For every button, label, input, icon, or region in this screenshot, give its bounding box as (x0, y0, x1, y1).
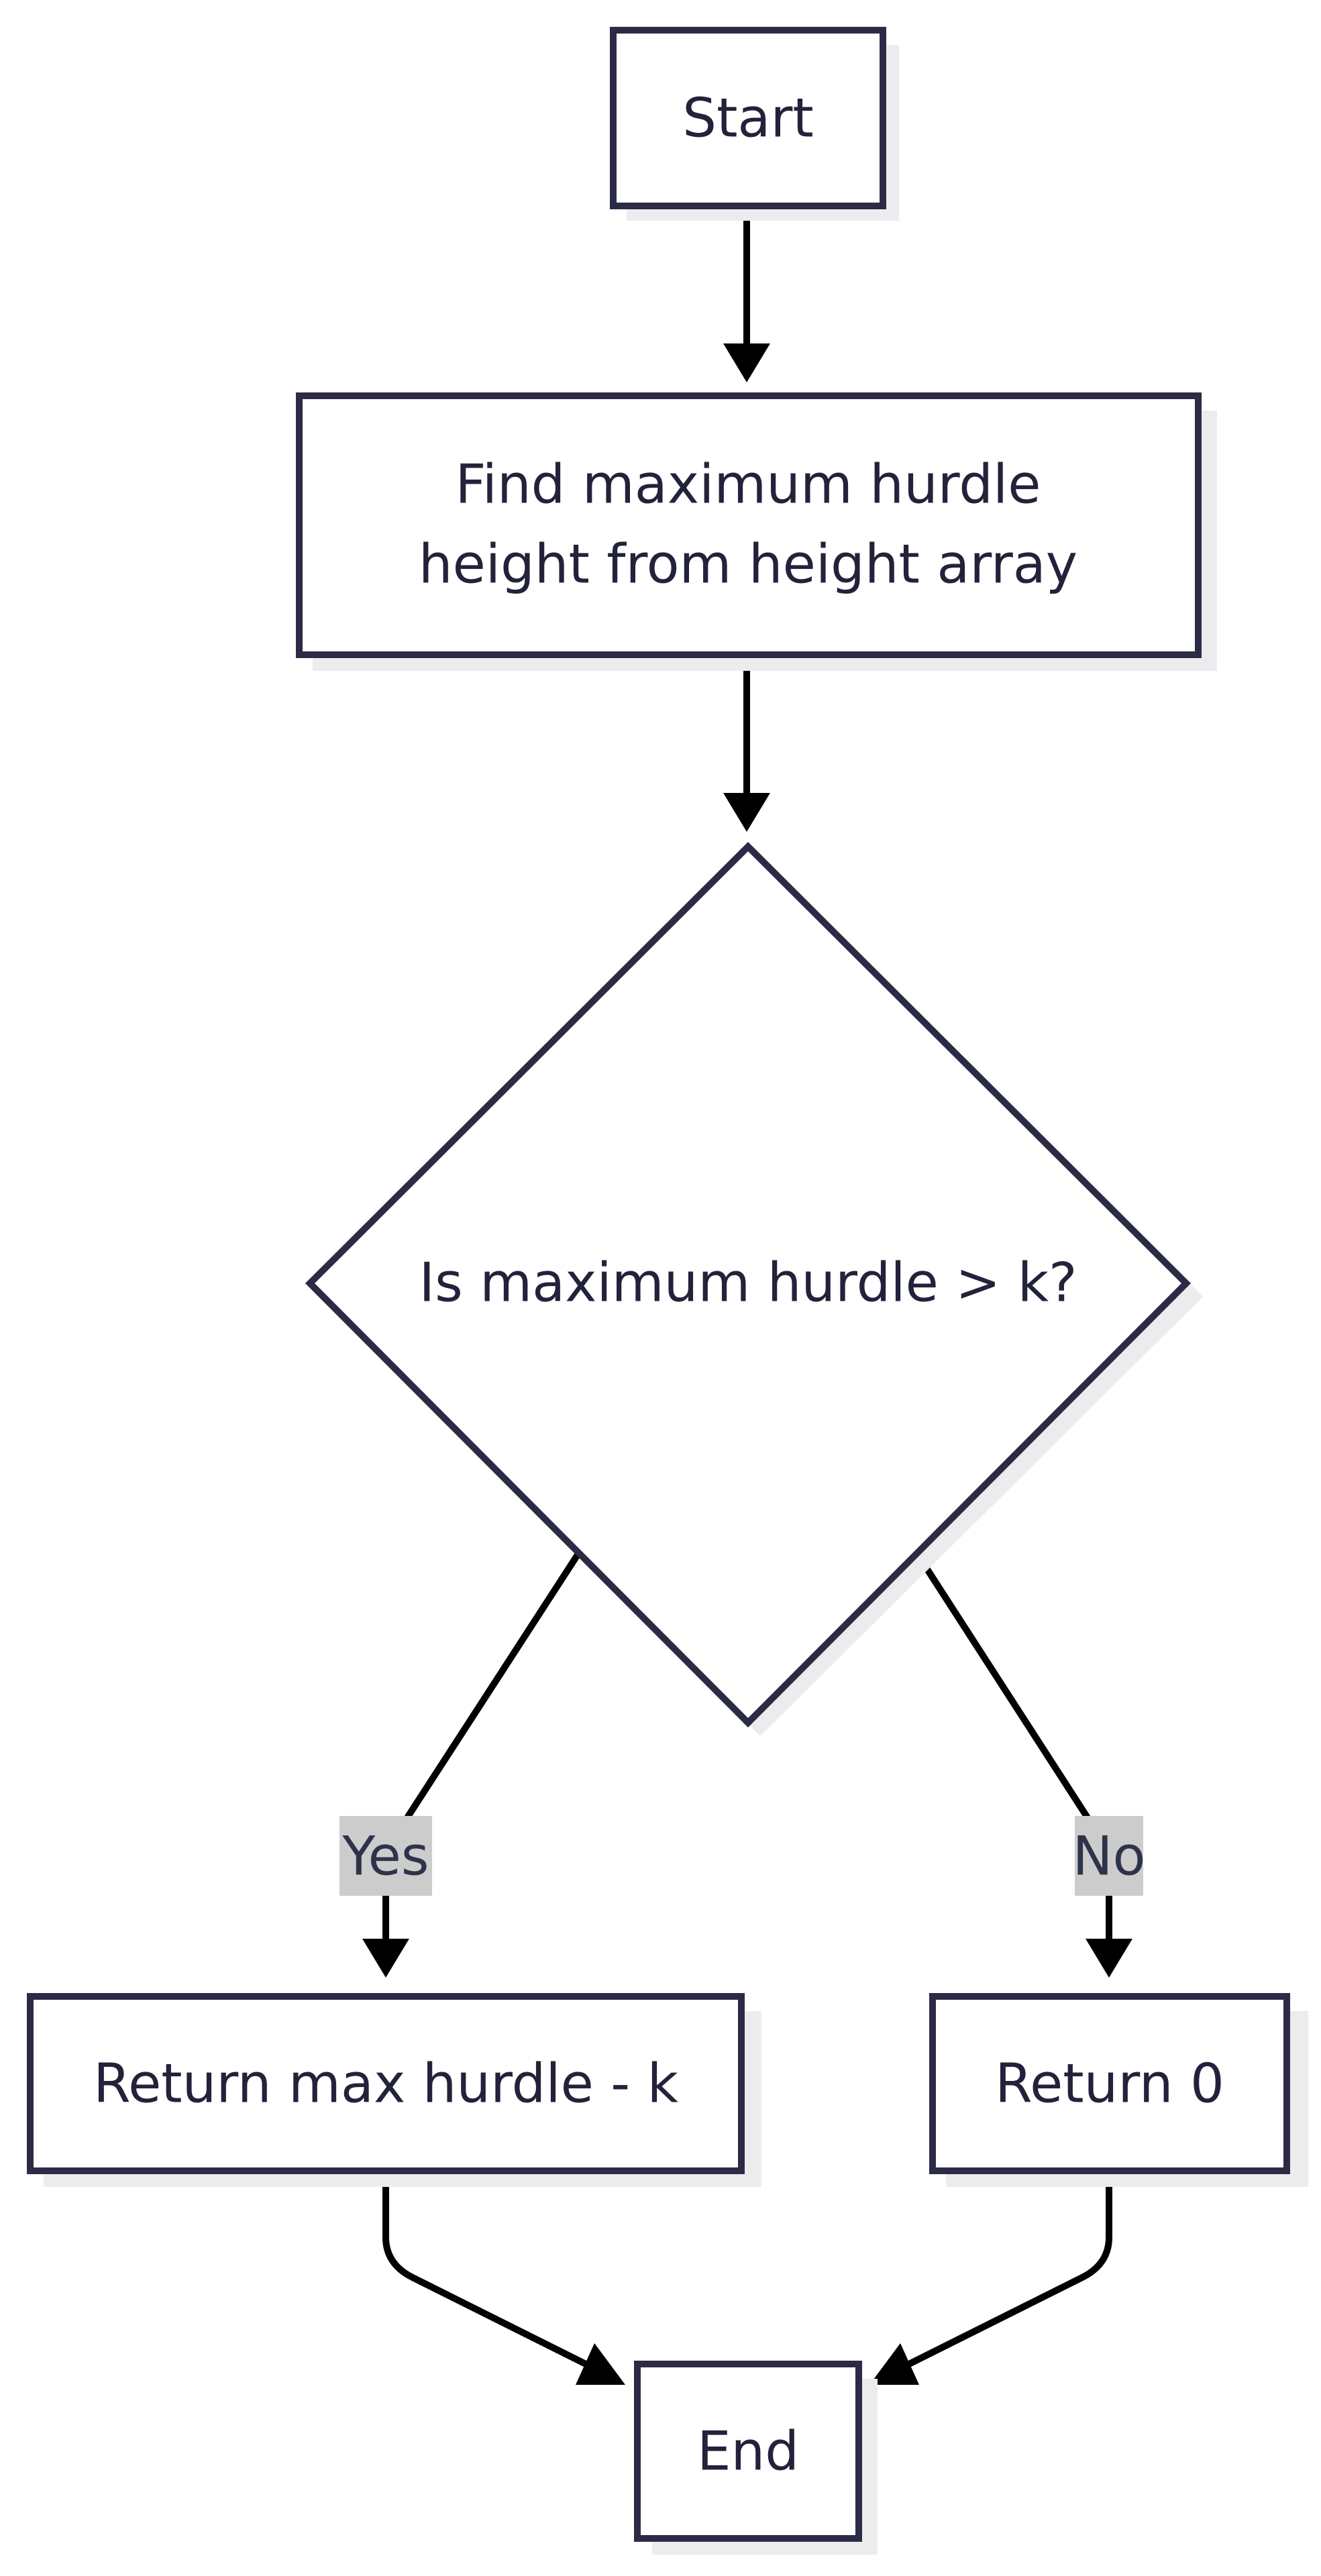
edge-label-yes-text: Yes (341, 1825, 429, 1888)
edge-start-to-find-max (723, 207, 770, 382)
node-return-diff-label: Return max hurdle - k (93, 2053, 678, 2115)
edge-decision-to-return-zero (914, 1552, 1132, 1978)
edge-decision-to-return-diff (362, 1552, 582, 1978)
node-return-zero-label: Return 0 (995, 2053, 1224, 2115)
node-return-diff: Return max hurdle - k (27, 1993, 761, 2187)
edge-label-no: No (1073, 1816, 1146, 1896)
node-end: End (634, 2361, 878, 2555)
node-decision: Is maximum hurdle > k? (305, 841, 1203, 1736)
node-return-zero: Return 0 (929, 1993, 1308, 2187)
node-find-max: Find maximum hurdle height from height a… (296, 392, 1217, 671)
edge-return-diff-to-end (382, 2167, 625, 2385)
node-find-max-label-line-2: height from height array (419, 533, 1077, 596)
edge-label-no-text: No (1073, 1825, 1146, 1888)
edge-find-max-to-decision (723, 656, 770, 832)
node-start-label: Start (682, 87, 813, 150)
edge-return-zero-to-end (869, 2167, 1112, 2385)
node-start: Start (610, 27, 899, 221)
node-find-max-label-line-1: Find maximum hurdle (456, 453, 1041, 516)
edge-label-yes: Yes (339, 1816, 432, 1896)
node-end-label: End (697, 2420, 799, 2483)
node-decision-label: Is maximum hurdle > k? (419, 1252, 1077, 1314)
